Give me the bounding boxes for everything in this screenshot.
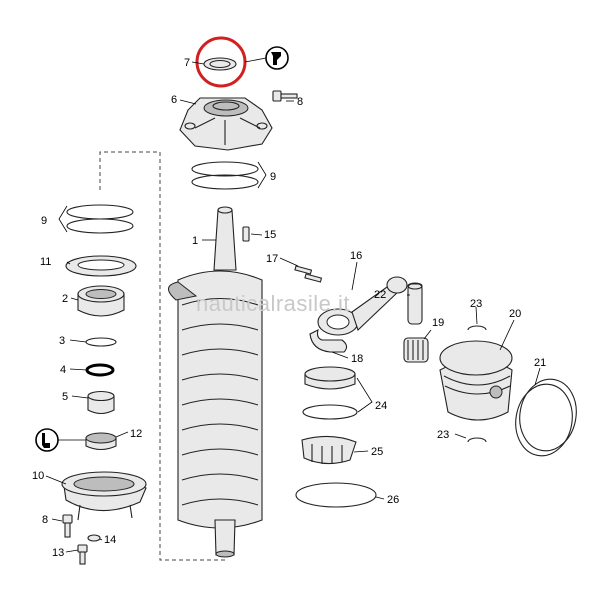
label-16: 16	[350, 250, 362, 262]
part-26-o-ring[interactable]	[295, 482, 377, 508]
part-5-sleeve[interactable]	[87, 390, 115, 415]
label-1: 1	[192, 235, 198, 247]
label-19: 19	[432, 317, 444, 329]
label-3: 3	[59, 335, 65, 347]
label-7: 7	[184, 57, 190, 69]
label-12: 12	[130, 428, 142, 440]
part-3-retaining-ring[interactable]	[85, 337, 117, 347]
part-12-seal[interactable]	[85, 432, 117, 451]
label-26: 26	[387, 494, 399, 506]
label-10: 10	[32, 470, 44, 482]
watermark: nauticalrasile.it	[196, 291, 350, 316]
label-15: 15	[264, 229, 276, 241]
label-24: 24	[375, 400, 387, 412]
label-13: 13	[52, 547, 64, 559]
label-18: 18	[351, 353, 363, 365]
label-6: 6	[171, 94, 177, 106]
part-8-bolt-bottom[interactable]	[62, 514, 73, 538]
label-25: 25	[371, 446, 383, 458]
part-7-seal[interactable]	[203, 57, 237, 71]
part-13-bolt[interactable]	[77, 544, 88, 565]
label-11: 11	[40, 256, 51, 268]
part-20-piston[interactable]	[439, 340, 513, 421]
part-9-o-rings-left[interactable]	[66, 204, 134, 234]
part-24-bearing-sleeves[interactable]	[302, 366, 358, 420]
sealant-tube-icon	[35, 428, 59, 452]
assembly-dashed-line	[99, 151, 225, 561]
label-21: 21	[534, 357, 546, 369]
label-5: 5	[62, 391, 68, 403]
part-9-o-rings-right[interactable]	[191, 161, 259, 190]
part-15-key[interactable]	[242, 226, 250, 242]
part-11-seal-ring[interactable]	[65, 255, 137, 277]
label-9-right: 9	[270, 171, 276, 183]
part-18-bearing-cage[interactable]	[309, 328, 348, 353]
label-22: 22	[374, 289, 386, 301]
label-20: 20	[509, 308, 521, 320]
part-21-piston-rings[interactable]	[510, 375, 582, 461]
part-16-connecting-rod[interactable]	[317, 276, 408, 336]
label-4: 4	[60, 364, 66, 376]
part-4-o-ring[interactable]	[85, 363, 115, 377]
part-8-bolt-top[interactable]	[272, 90, 298, 102]
part-25-bearing-cage[interactable]	[301, 435, 357, 465]
sealant-tube-icon	[265, 46, 289, 70]
part-22-wrist-pin[interactable]	[407, 282, 423, 325]
part-6-upper-bearing-cover[interactable]	[179, 97, 273, 151]
label-17: 17	[266, 253, 278, 265]
part-23-clip-top[interactable]	[467, 325, 487, 331]
label-14: 14	[104, 534, 116, 546]
label-8-bottom: 8	[42, 514, 48, 526]
part-10-lower-bearing-cover[interactable]	[61, 471, 147, 521]
part-23-clip-bottom[interactable]	[467, 437, 487, 443]
label-9-left: 9	[41, 215, 47, 227]
label-23-top: 23	[470, 298, 482, 310]
part-2-roller-bearing[interactable]	[77, 285, 125, 317]
part-17-rod-bolts[interactable]	[294, 265, 323, 283]
part-19-needle-bearing[interactable]	[403, 337, 429, 363]
part-1-crankshaft[interactable]	[168, 206, 263, 558]
label-2: 2	[62, 293, 68, 305]
part-14-washer[interactable]	[87, 534, 101, 542]
label-23-bottom: 23	[437, 429, 449, 441]
label-8-top: 8	[297, 96, 303, 108]
